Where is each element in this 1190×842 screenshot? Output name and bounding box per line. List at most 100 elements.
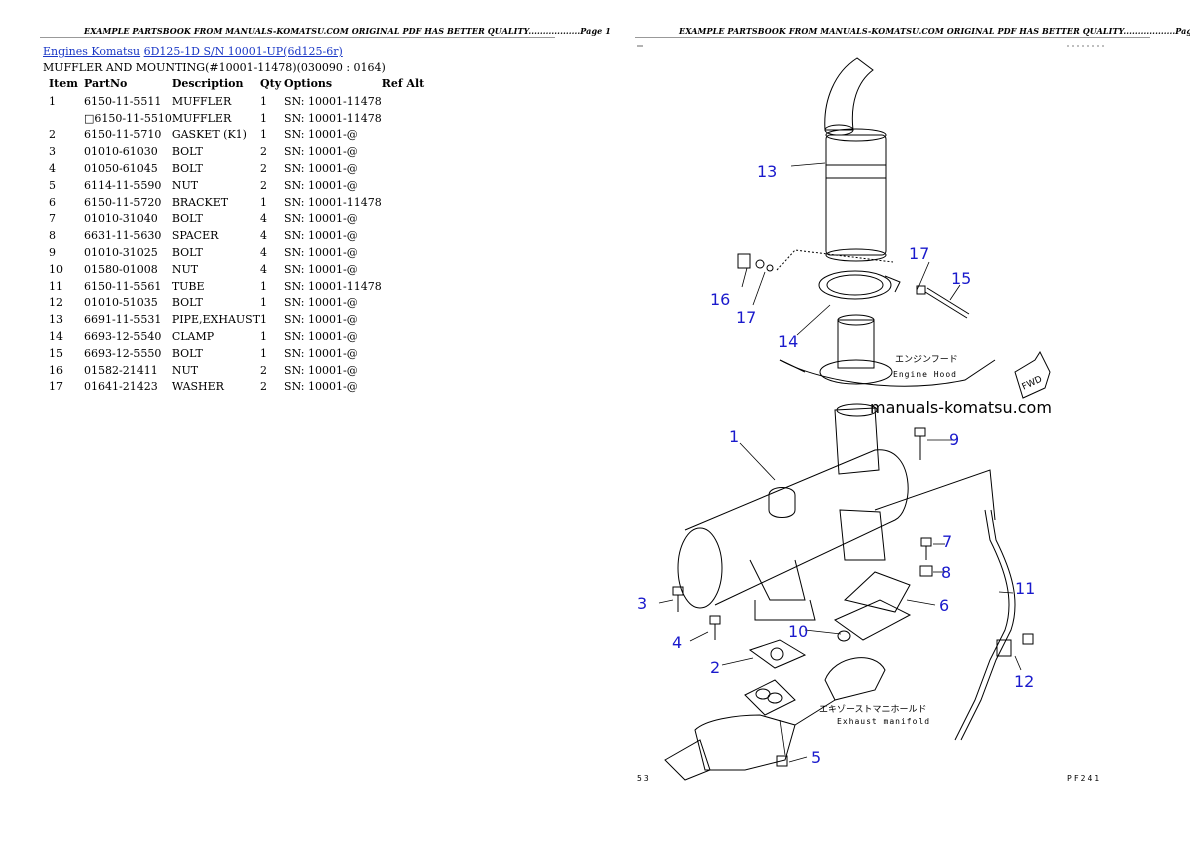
cell-partno: 6691-11-5531 [84, 313, 162, 327]
watermark: manuals-komatsu.com [870, 398, 1052, 417]
cell-refalt [382, 211, 432, 228]
cell-item: 10 [49, 262, 63, 276]
exhaust-manifold-label: Exhaust manifold [837, 717, 930, 726]
cell-description: WASHER [171, 380, 224, 394]
bracket-drawing [833, 469, 996, 641]
cell-qty: 4 [260, 229, 268, 243]
cell-description: BOLT [171, 162, 203, 176]
cell-qty: 1 [260, 279, 268, 293]
callout-1: 1 [729, 427, 739, 446]
cell-partno: 01010-31025 [84, 246, 158, 260]
cell-description: NUT [171, 178, 199, 192]
cell-options: SN: 10001-11478 [284, 94, 382, 108]
col-header-refalt: Ref Alt [381, 76, 425, 90]
cell-qty: 4 [260, 262, 268, 276]
cell-options: SN: 10001-@ [284, 178, 358, 192]
tube-drawing [954, 509, 1034, 741]
cell-qty: 1 [260, 94, 268, 108]
cell-refalt [382, 244, 432, 261]
cell-refalt [382, 379, 432, 396]
cell-description: BOLT [171, 296, 203, 310]
callout-2: 2 [710, 658, 720, 677]
callout-numbers: 13 17 15 16 17 14 1 9 7 8 3 6 10 4 2 11 … [637, 162, 1035, 767]
cell-refalt [382, 127, 432, 144]
exhaust-manifold-label-jp: エキゾーストマニホールド [819, 704, 927, 715]
callout-7: 7 [942, 532, 952, 551]
cell-description: MUFFLER [171, 94, 232, 108]
col-header-partno: PartNo [84, 76, 128, 90]
breadcrumb-link-engines[interactable]: Engines Komatsu [43, 45, 141, 58]
cell-item: 1 [49, 94, 56, 108]
cell-qty: 2 [260, 363, 268, 377]
callout-8: 8 [941, 563, 951, 582]
exhaust-manifold-drawing [664, 657, 886, 781]
cell-item: 13 [49, 313, 63, 327]
breadcrumb: Engines Komatsu 6D125-1D S/N 10001-UP(6d… [43, 45, 343, 58]
cell-refalt [382, 295, 432, 312]
cell-partno: 01580-01008 [84, 262, 158, 276]
cell-item: 3 [49, 145, 56, 159]
cell-partno: 6693-12-5550 [84, 346, 162, 360]
cell-partno: 6150-11-5710 [84, 128, 162, 142]
cell-refalt [382, 110, 432, 127]
cell-qty: 1 [260, 330, 268, 344]
cell-partno: 01050-61045 [84, 162, 158, 176]
callout-4: 4 [672, 633, 682, 652]
cell-description: MUFFLER [171, 111, 232, 125]
cell-item: 8 [49, 229, 56, 243]
col-header-description: Description [171, 76, 244, 90]
header-divider [635, 37, 1150, 38]
col-header-qty: Qty [260, 76, 282, 90]
cell-description: PIPE,EXHAUST [171, 313, 261, 327]
cell-qty: 1 [260, 111, 268, 125]
col-header-item: Item [49, 76, 78, 90]
footer-figure-code: PF241 [1067, 774, 1102, 783]
cell-item: 2 [49, 128, 56, 142]
parts-list-page: EXAMPLE PARTSBOOK FROM MANUALS-KOMATSU.C… [40, 26, 611, 395]
breadcrumb-link-model[interactable]: 6D125-1D S/N 10001-UP(6d125-6r) [143, 45, 343, 58]
cell-refalt [382, 278, 432, 295]
gasket-drawing [748, 639, 807, 669]
bolt-3-4-drawing [672, 586, 721, 640]
parts-table: Item PartNo Description Qty Options Ref … [43, 76, 432, 395]
callout-17: 17 [909, 244, 929, 263]
cell-options: SN: 10001-11478 [284, 111, 382, 125]
cell-item: 4 [49, 162, 56, 176]
cell-refalt [382, 177, 432, 194]
exploded-parts-diagram: 13 17 15 16 17 14 1 9 7 8 3 6 10 4 2 11 … [637, 45, 1105, 781]
page-banner: EXAMPLE PARTSBOOK FROM MANUALS-KOMATSU.C… [679, 26, 1190, 36]
cell-refalt [382, 328, 432, 345]
cell-partno: 6150-11-5511 [84, 94, 162, 108]
cell-refalt [382, 345, 432, 362]
cell-description: BRACKET [171, 195, 229, 209]
callout-15: 15 [951, 269, 971, 288]
diagram-page: EXAMPLE PARTSBOOK FROM MANUALS-KOMATSU.C… [595, 0, 1190, 842]
cell-partno: 6150-11-5561 [84, 279, 162, 293]
cell-partno: 6693-12-5540 [84, 330, 162, 344]
cell-options: SN: 10001-@ [284, 229, 358, 243]
cell-qty: 1 [260, 128, 268, 142]
page-banner: EXAMPLE PARTSBOOK FROM MANUALS-KOMATSU.C… [84, 26, 611, 36]
cell-item: 17 [49, 380, 63, 394]
cell-item: 6 [49, 195, 56, 209]
cell-item: 5 [49, 178, 56, 192]
cell-partno: 01010-61030 [84, 145, 158, 159]
cell-description: GASKET (K1) [171, 128, 247, 142]
cell-description: BOLT [171, 246, 203, 260]
cell-partno: 6114-11-5590 [84, 178, 162, 192]
table-row: 1 6150-11-5511 MUFFLER 1 SN: 10001-11478 [43, 93, 432, 110]
footer-page-number: 53 [637, 774, 651, 783]
cell-item: 11 [49, 279, 63, 293]
bolt-7-spacer-8-drawing [919, 537, 933, 577]
